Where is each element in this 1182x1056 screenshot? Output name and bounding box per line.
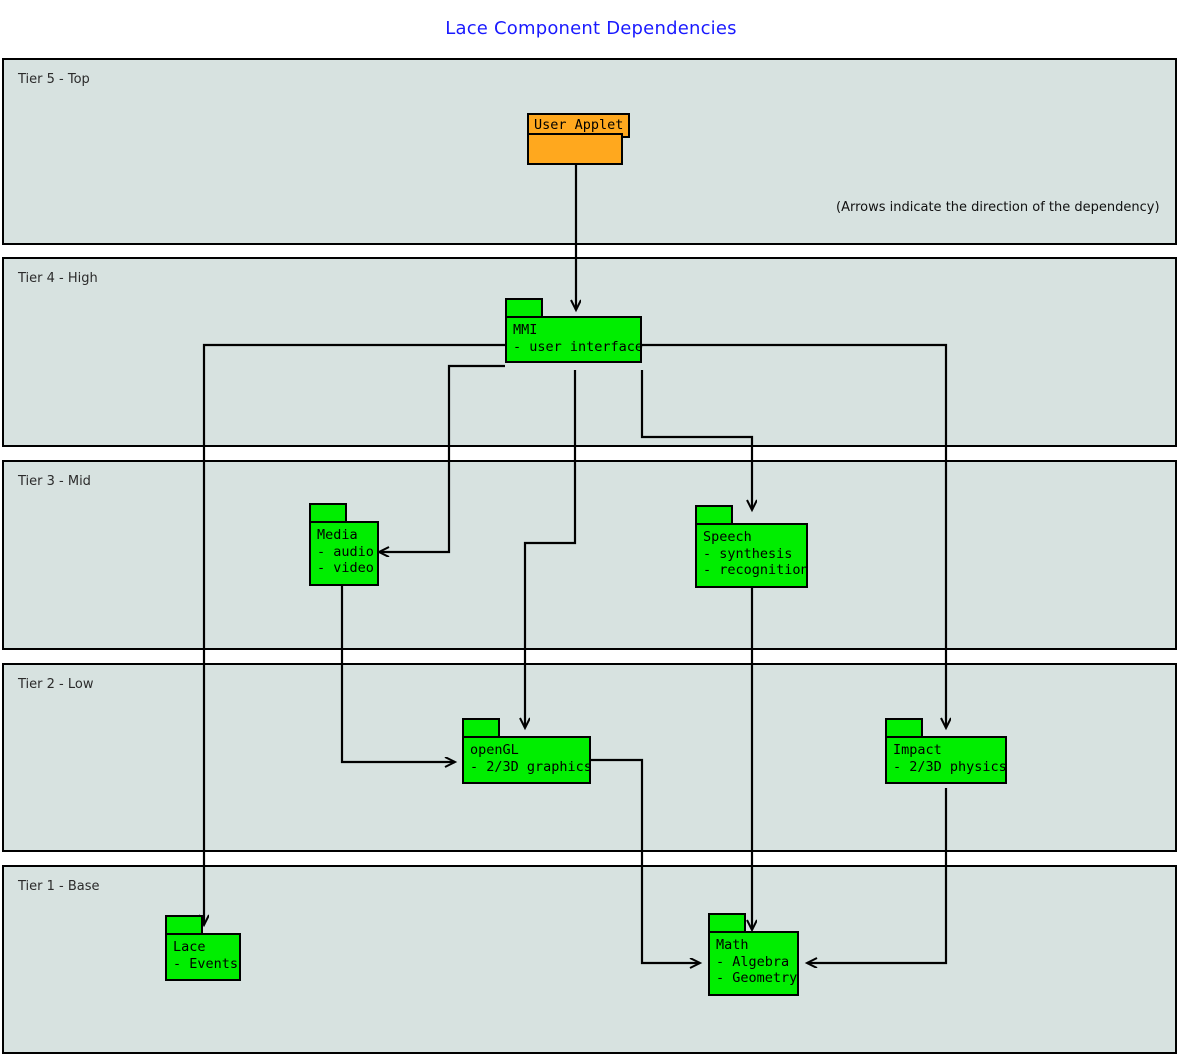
page-title: Lace Component Dependencies — [445, 18, 737, 39]
impact-tab — [885, 718, 923, 738]
opengl-tab — [462, 718, 500, 738]
lace-item-0: - Events — [173, 955, 239, 972]
tier-label-top: Tier 5 - Top — [18, 72, 90, 87]
tier-band-high: Tier 4 - High — [2, 257, 1177, 447]
mmi-body: MMI - user interface — [505, 316, 644, 363]
speech-tab — [695, 505, 733, 525]
math-tab — [708, 913, 746, 933]
impact-body: Impact - 2/3D physics — [885, 736, 1007, 784]
legend-note: (Arrows indicate the direction of the de… — [836, 200, 1160, 215]
impact-item-0: - 2/3D physics — [893, 758, 1007, 775]
tier-label-low: Tier 2 - Low — [18, 677, 94, 692]
user-applet-body — [527, 133, 623, 165]
math-item-1: - Geometry — [716, 970, 798, 986]
user-applet-name: User Applet — [534, 117, 624, 133]
media-name: Media — [317, 527, 358, 543]
tier-band-base: Tier 1 - Base — [2, 865, 1177, 1054]
math-name: Math — [716, 937, 749, 953]
speech-item-1: - recognition — [703, 562, 809, 578]
mmi-name: MMI — [513, 322, 538, 338]
media-item-1: - video — [317, 560, 374, 576]
tier-label-base: Tier 1 - Base — [18, 879, 100, 894]
lace-name: Lace — [173, 939, 206, 955]
math-item-0: - Algebra — [716, 953, 790, 970]
speech-body: Speech - synthesis - recognition — [695, 523, 809, 588]
math-body: Math - Algebra - Geometry — [708, 931, 799, 996]
media-tab — [309, 503, 347, 523]
media-body: Media - audio - video — [309, 521, 379, 586]
tier-label-mid: Tier 3 - Mid — [18, 474, 91, 489]
opengl-body: openGL - 2/3D graphics — [462, 736, 592, 784]
lace-tab — [165, 915, 203, 935]
mmi-item-0: - user interface — [513, 338, 644, 355]
opengl-name: openGL — [470, 742, 519, 758]
lace-body: Lace - Events — [165, 933, 241, 981]
mmi-tab — [505, 298, 543, 318]
speech-item-0: - synthesis — [703, 545, 793, 562]
opengl-item-0: - 2/3D graphics — [470, 758, 592, 775]
tier-label-high: Tier 4 - High — [18, 271, 98, 286]
impact-name: Impact — [893, 742, 942, 758]
speech-name: Speech — [703, 529, 752, 545]
tier-band-mid: Tier 3 - Mid — [2, 460, 1177, 650]
media-item-0: - audio — [317, 543, 374, 560]
